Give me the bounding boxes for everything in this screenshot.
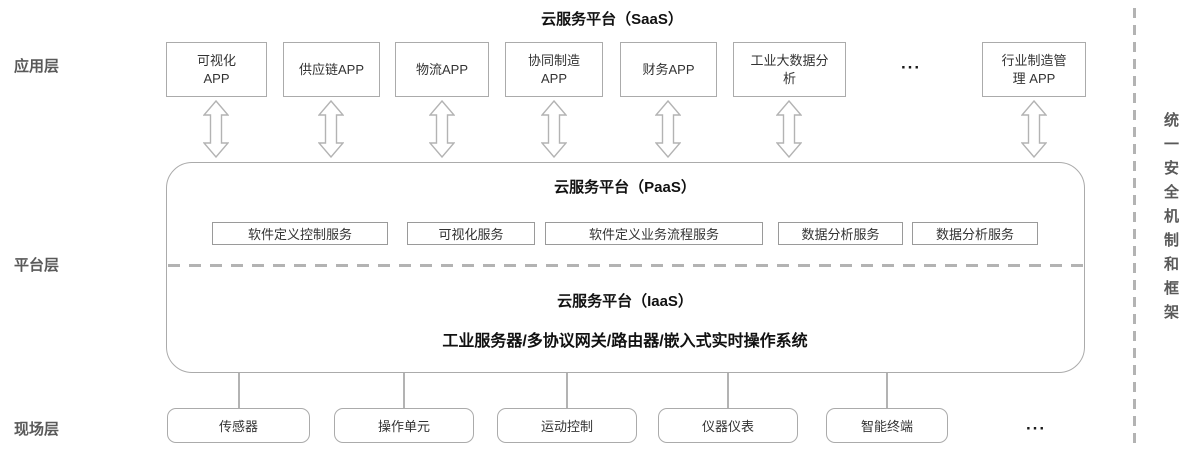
app-box-label: 行业制造管 理 APP [1001,52,1067,86]
app-box-label: 协同制造 APP [527,52,580,86]
device-box-instruments: 仪器仪表 [658,408,798,443]
app-box-label: 财务APP [642,61,695,77]
service-box-sw-defined-control: 软件定义控制服务 [212,222,388,245]
security-framework-separator [1133,8,1136,445]
service-box-visualization: 可视化服务 [407,222,535,245]
app-box-supply-chain: 供应链APP [283,42,380,97]
double-arrow-icon [429,100,455,158]
layer-label-application: 应用层 [14,58,60,75]
connector-line [238,373,240,408]
app-row-ellipsis: ··· [901,58,921,77]
connector-line [727,373,729,408]
device-box-sensor: 传感器 [167,408,310,443]
device-row-ellipsis: ··· [1026,419,1046,438]
double-arrow-icon [318,100,344,158]
security-framework-label: 统一安全机制和框架 [1162,112,1179,328]
double-arrow-icon [541,100,567,158]
device-label: 运动控制 [540,419,593,434]
device-label: 智能终端 [860,419,913,434]
double-arrow-icon [655,100,681,158]
paas-title: 云服务平台（PaaS） [554,179,696,196]
service-label: 可视化服务 [438,227,504,242]
device-box-smart-terminal: 智能终端 [826,408,948,443]
app-box-label: 工业大数据分 析 [750,52,829,86]
device-label: 仪器仪表 [701,419,754,434]
paas-iaas-divider [168,264,1084,267]
app-box-label: 物流APP [415,61,468,77]
paas-iaas-container [166,162,1085,373]
connector-line [403,373,405,408]
iaas-subtitle: 工业服务器/多协议网关/路由器/嵌入式实时操作系统 [442,333,808,350]
double-arrow-icon [1021,100,1047,158]
double-arrow-icon [203,100,229,158]
app-box-logistics: 物流APP [395,42,489,97]
service-box-sw-defined-business-process: 软件定义业务流程服务 [545,222,763,245]
saas-title: 云服务平台（SaaS） [541,11,683,28]
iaas-title: 云服务平台（IaaS） [557,293,693,310]
device-box-motion-control: 运动控制 [497,408,637,443]
service-label: 数据分析服务 [935,227,1014,242]
app-box-label: 供应链APP [298,61,364,77]
service-label: 数据分析服务 [801,227,880,242]
device-label: 操作单元 [377,419,430,434]
service-label: 软件定义业务流程服务 [588,227,719,242]
app-box-collaborative-mfg: 协同制造 APP [505,42,603,97]
app-box-finance: 财务APP [620,42,717,97]
device-box-operation-unit: 操作单元 [334,408,474,443]
service-label: 软件定义控制服务 [247,227,352,242]
service-box-data-analysis-1: 数据分析服务 [778,222,903,245]
connector-line [566,373,568,408]
service-box-data-analysis-2: 数据分析服务 [912,222,1038,245]
app-box-industry-mfg-mgmt: 行业制造管 理 APP [982,42,1086,97]
app-box-big-data: 工业大数据分 析 [733,42,846,97]
double-arrow-icon [776,100,802,158]
layer-label-field: 现场层 [14,421,60,438]
connector-line [886,373,888,408]
layer-label-platform: 平台层 [14,257,60,274]
device-label: 传感器 [218,419,258,434]
app-box-label: 可视化 APP [196,52,236,86]
app-box-visualization: 可视化 APP [166,42,267,97]
